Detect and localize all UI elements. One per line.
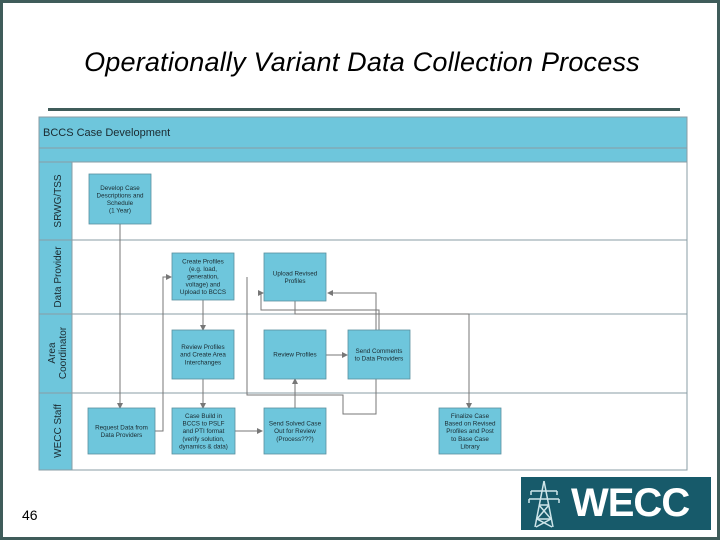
process-box-text-line: Interchanges (185, 359, 221, 366)
lane-label-area-coordinator-line1: Area (47, 342, 58, 364)
process-box-text-line: Case Build in (185, 413, 223, 420)
process-box-text-line: Library (460, 443, 480, 450)
arrow-loop-back-to-upload (246, 277, 377, 415)
lane-label-srwg: SRWG/TSS (53, 174, 64, 227)
arrow-request-to-create (155, 274, 172, 432)
lane-label-wecc-staff: WECC Staff (53, 404, 64, 458)
process-box-text-line: Profiles (285, 278, 306, 285)
process-box-text-line: to Data Providers (355, 356, 404, 363)
arrow-send-comments-to-upload (258, 290, 380, 330)
process-box-shape (171, 329, 235, 380)
wecc-logo: WECC (521, 477, 711, 530)
process-box-text-line: Review Profiles (273, 352, 316, 359)
logo-text: WECC (571, 481, 690, 525)
process-box-text-line: Data Providers (101, 432, 143, 439)
process-box-shape (171, 407, 236, 455)
title-underline (48, 108, 680, 111)
process-box-shape (263, 252, 327, 302)
diagram-header-label: BCCS Case Development (43, 127, 170, 139)
lane-label-data-provider: Data Provider (53, 246, 64, 308)
slide-title: Operationally Variant Data Collection Pr… (84, 47, 640, 77)
process-box-text-line: voltage) and (186, 281, 221, 288)
process-box-text-line: (e.g. load, (189, 266, 217, 273)
process-box-shape (88, 173, 152, 225)
process-box-text-line: Create Profiles (182, 259, 224, 266)
process-box-text-line: Develop Case (100, 185, 140, 192)
process-box-text-line: Send Solved Case (269, 421, 322, 428)
process-box-text-line: Schedule (107, 200, 134, 207)
process-box-text-line: Descriptions and (97, 192, 144, 199)
connectors (117, 224, 472, 434)
process-box-text-line: Send Comments (356, 348, 403, 355)
process-box-text-line: Upload to BCCS (180, 289, 226, 296)
diagram-subheader-band (38, 147, 688, 163)
process-diagram: BCCS Case Development SRWG/TSS Data Prov… (38, 116, 688, 471)
transmission-tower-icon (528, 480, 560, 528)
process-box-text-line: Out for Review (274, 428, 316, 435)
process-box-text-line: and PTI format (183, 428, 225, 435)
process-box-review: Review Profiles (263, 329, 327, 380)
process-box-shape (171, 252, 235, 301)
lane-label-column (38, 161, 73, 471)
process-box-text-line: BCCS to PSLF (183, 421, 225, 428)
process-box-text-line: (1 Year) (109, 208, 131, 215)
process-box-shape (87, 407, 156, 455)
process-box-shape (263, 407, 327, 455)
process-box-shape (263, 329, 327, 380)
arrow-upload-to-finalize (294, 301, 472, 409)
process-box-create: Create Profiles(e.g. load,generation,vol… (171, 252, 235, 301)
lane-label-area-coordinator-line2: Coordinator (58, 326, 69, 379)
process-box-text-line: generation, (187, 274, 219, 281)
process-box-text-line: Review Profiles (181, 344, 224, 351)
process-box-text-line: Upload Revised (273, 270, 318, 277)
process-box-text-line: dynamics & data) (179, 443, 228, 450)
process-box-text-line: (verify solution, (182, 436, 225, 443)
diagram-header-band (38, 116, 688, 149)
slide-number: 46 (22, 507, 38, 523)
process-box-text-line: (Process???) (276, 436, 313, 443)
process-box-text-line: Finalize Case (451, 413, 490, 420)
process-box-shape (347, 329, 411, 380)
process-box-text-line: and Create Area (180, 352, 226, 359)
process-box-shape (438, 407, 502, 455)
process-box-text-line: Profiles and Post (446, 428, 494, 435)
process-box-text-line: Request Data from (95, 424, 148, 431)
process-box-text-line: to Base Case (451, 436, 489, 443)
process-box-text-line: Based on Revised (444, 421, 496, 428)
